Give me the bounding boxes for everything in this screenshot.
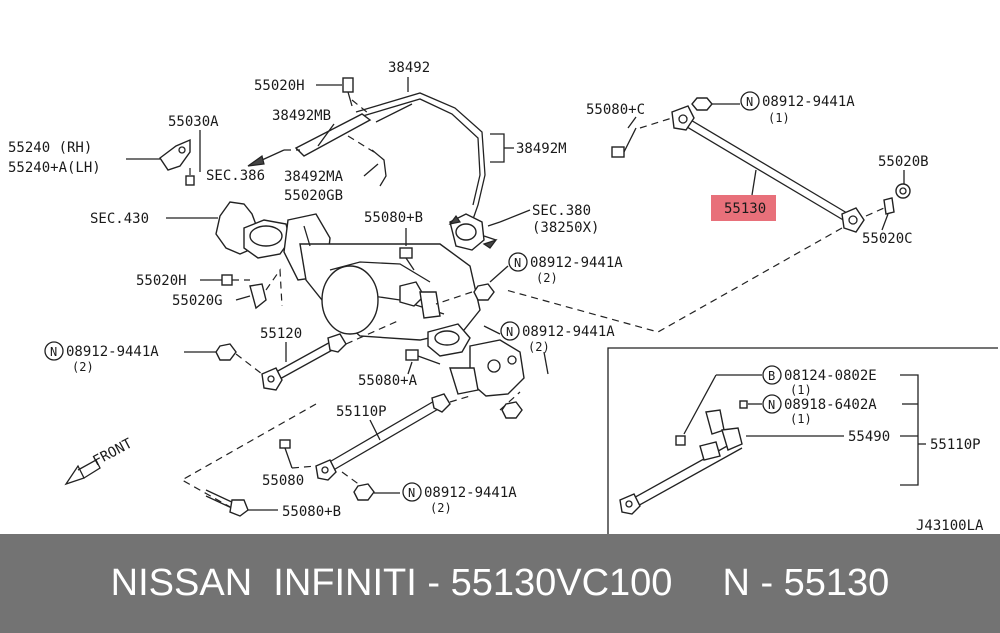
label-b-inset-qty: (1) bbox=[790, 383, 812, 397]
label-n-right-qty: (2) bbox=[528, 340, 550, 354]
letter-b-inset: B bbox=[768, 369, 775, 383]
arrow-sec386 bbox=[247, 149, 285, 167]
label-38492mb: 38492MB bbox=[272, 108, 331, 124]
b-badge-inset: B bbox=[762, 365, 782, 385]
nut-08912-left bbox=[215, 343, 237, 361]
label-b-inset-code: 08124-0802E bbox=[784, 368, 877, 384]
label-n-top-code: 08912-9441A bbox=[762, 94, 855, 110]
washer-55020c bbox=[883, 197, 895, 215]
label-38492ma: 38492MA bbox=[284, 169, 344, 185]
ref-code: J43100LA bbox=[916, 518, 984, 534]
label-n-left-code: 08912-9441A bbox=[66, 344, 159, 360]
nut-08912-bottom bbox=[353, 483, 375, 501]
letter-n-top: N bbox=[746, 95, 753, 109]
label-n-top-qty: (1) bbox=[768, 111, 790, 125]
n-badge-left: N bbox=[44, 341, 64, 361]
n-badge-mid: N bbox=[508, 252, 528, 272]
inset-box bbox=[607, 347, 998, 534]
label-n-mid-code: 08912-9441A bbox=[530, 255, 623, 271]
label-55020gb: 55020GB bbox=[284, 188, 343, 204]
bolt-55020h-top bbox=[342, 77, 354, 107]
footer-part: N - 55130 bbox=[722, 562, 890, 604]
label-n-left-qty: (2) bbox=[72, 360, 94, 374]
label-55020h-top: 55020H bbox=[254, 78, 305, 94]
label-55240-rh: 55240 (RH) bbox=[8, 140, 92, 156]
label-n-inset-code: 08918-6402A bbox=[784, 397, 877, 413]
n-badge-bottom: N bbox=[402, 482, 422, 502]
label-55030a: 55030A bbox=[168, 114, 219, 130]
footer-brand: NISSAN INFINITI - 55130VC100 bbox=[110, 562, 673, 604]
letter-n-left: N bbox=[50, 345, 57, 359]
label-n-right-code: 08912-9441A bbox=[522, 324, 615, 340]
label-55110p-inset: 55110P bbox=[930, 437, 981, 453]
label-55080c: 55080+C bbox=[586, 102, 645, 118]
label-55020b: 55020B bbox=[878, 154, 929, 170]
front-arrow: FRONT bbox=[64, 435, 136, 486]
letter-n-mid: N bbox=[514, 256, 521, 270]
label-55080b-mid: 55080+B bbox=[364, 210, 423, 226]
label-55020c: 55020C bbox=[862, 231, 913, 247]
label-n-mid-qty: (2) bbox=[536, 271, 558, 285]
bolt-55080 bbox=[279, 439, 293, 469]
label-55110p: 55110P bbox=[336, 404, 387, 420]
footer-banner: NISSAN INFINITI - 55130VC100 N - 55130 bbox=[0, 534, 1000, 633]
label-55120: 55120 bbox=[260, 326, 302, 342]
nut-08912-top bbox=[691, 97, 713, 111]
bracket-55240 bbox=[159, 138, 195, 186]
n-badge-right: N bbox=[500, 321, 520, 341]
lower-link-55120 bbox=[261, 333, 347, 391]
bolt-55020h-mid bbox=[221, 274, 233, 286]
highlight-55130 bbox=[711, 195, 776, 221]
label-n-inset-qty: (1) bbox=[790, 412, 812, 426]
label-38492m: 38492M bbox=[516, 141, 567, 157]
label-sec386: SEC.386 bbox=[206, 168, 265, 184]
label-38492: 38492 bbox=[388, 60, 430, 76]
label-n-bottom-code: 08912-9441A bbox=[424, 485, 517, 501]
label-sec380-sub: (38250X) bbox=[532, 220, 599, 236]
bracket-38492mb bbox=[294, 113, 372, 157]
label-n-bottom-qty: (2) bbox=[430, 501, 452, 515]
brake-hose-38492 bbox=[355, 92, 486, 223]
bolt-55080c bbox=[611, 127, 637, 158]
label-55080: 55080 bbox=[262, 473, 304, 489]
washer-55020b bbox=[895, 183, 911, 199]
nut-08912-mid bbox=[473, 283, 495, 301]
label-55080a: 55080+A bbox=[358, 373, 418, 389]
label-55020h-mid: 55020H bbox=[136, 273, 187, 289]
label-55080b-bottom: 55080+B bbox=[282, 504, 341, 520]
label-55240-lh: 55240+A(LH) bbox=[8, 160, 101, 176]
label-55130: 55130 bbox=[724, 201, 766, 217]
actuator-sec380 bbox=[448, 213, 497, 251]
bolt-55080a bbox=[405, 349, 441, 365]
bracket-55020g bbox=[249, 283, 267, 310]
label-55020g: 55020G bbox=[172, 293, 223, 309]
label-sec380: SEC.380 bbox=[532, 203, 591, 219]
n-badge-top: N bbox=[740, 91, 760, 111]
letter-n-inset: N bbox=[768, 398, 775, 412]
axle-housing bbox=[215, 201, 525, 397]
bolt-55080b-mid bbox=[399, 247, 415, 271]
lateral-rod-55110p bbox=[315, 393, 451, 481]
label-sec430: SEC.430 bbox=[90, 211, 149, 227]
bolt-55080b-bottom bbox=[205, 489, 249, 517]
clip-55020gb bbox=[371, 149, 387, 187]
label-55490: 55490 bbox=[848, 429, 890, 445]
letter-n-bottom: N bbox=[408, 486, 415, 500]
upper-link-55130 bbox=[671, 105, 865, 233]
nut-08912-rod bbox=[501, 401, 523, 419]
label-front: FRONT bbox=[90, 435, 135, 469]
inset-rod-assembly bbox=[619, 400, 748, 515]
n-badge-inset: N bbox=[762, 394, 782, 414]
letter-n-right: N bbox=[506, 325, 513, 339]
